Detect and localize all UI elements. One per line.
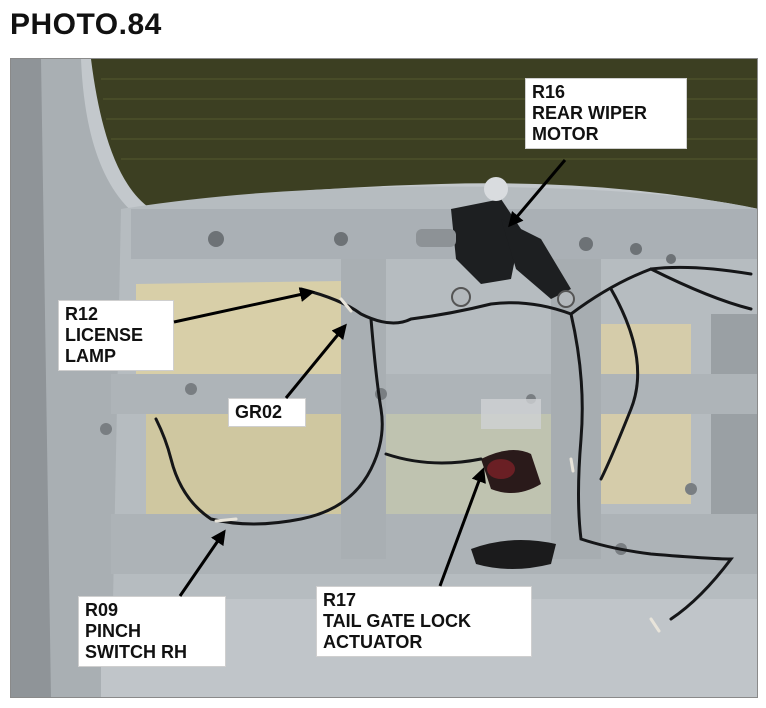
callout-line-1: PINCH <box>85 621 142 641</box>
photo-title: PHOTO.84 <box>10 8 162 41</box>
callout-code: R09 <box>85 600 119 620</box>
callout-line-1: TAIL GATE LOCK <box>323 611 471 631</box>
callout-line-2: LAMP <box>65 346 116 366</box>
callout-code: R12 <box>65 304 99 324</box>
callout-r16-rear-wiper-motor: R16 REAR WIPER MOTOR <box>525 78 687 149</box>
callout-line-1: LICENSE <box>65 325 144 345</box>
callout-r17-tail-gate-lock-actuator: R17 TAIL GATE LOCK ACTUATOR <box>316 586 532 657</box>
callout-code: R16 <box>532 82 566 102</box>
callout-line-1: REAR WIPER <box>532 103 648 123</box>
callout-line-2: MOTOR <box>532 124 599 144</box>
callout-code: R17 <box>323 590 357 610</box>
callout-r12-license-lamp: R12 LICENSE LAMP <box>58 300 174 371</box>
callout-r09-pinch-switch-rh: R09 PINCH SWITCH RH <box>78 596 226 667</box>
callout-line-2: SWITCH RH <box>85 642 187 662</box>
callout-code: GR02 <box>235 402 283 422</box>
callout-gr02: GR02 <box>228 398 306 427</box>
callout-line-2: ACTUATOR <box>323 632 423 652</box>
